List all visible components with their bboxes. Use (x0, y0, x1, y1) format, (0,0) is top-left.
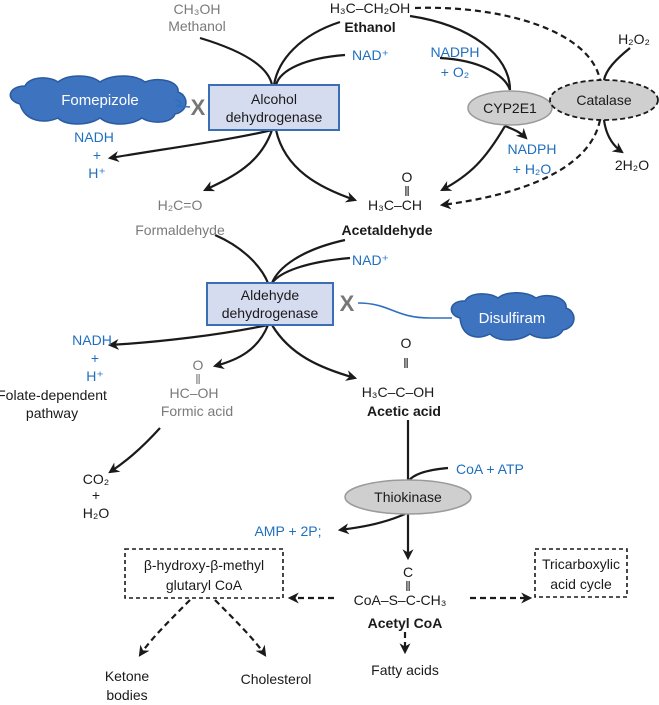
tca-line1: Tricarboxylic (542, 556, 620, 572)
ketone-line1: Ketone (105, 668, 150, 684)
formaldehyde-formula: H₂C=O (158, 197, 203, 213)
hmg-line2: glutaryl CoA (166, 577, 243, 593)
pathway-arrows (107, 6, 631, 657)
co2-line2: + (92, 487, 100, 503)
nadh-1-line3: H⁺ (88, 165, 106, 181)
acetic-acid-label: Acetic acid (367, 403, 441, 419)
cholesterol-label: Cholesterol (241, 671, 312, 687)
acetylcoa-formula: CoA–S–C-CH₃ (354, 592, 447, 608)
adh-label-line2: dehydrogenase (226, 109, 323, 125)
ketone-line2: bodies (106, 687, 147, 703)
nadh-1-line2: + (93, 147, 101, 163)
nadh-1-line1: NADH (74, 129, 114, 145)
2h2o-label: 2H₂O (615, 157, 649, 173)
disulfiram-label: Disulfiram (479, 310, 546, 327)
catalase-label: Catalase (576, 92, 631, 108)
acetylcoa-double-bond: ‖ (405, 578, 411, 594)
hmg-coa-box (124, 548, 284, 599)
catalase-ellipse (549, 79, 659, 121)
fomepizole-cloud: Fomepizole (9, 75, 187, 125)
acetaldehyde-o: O (402, 169, 413, 185)
acetylcoa-c: C (403, 564, 413, 580)
amp-label: AMP + 2P; (254, 523, 321, 539)
inhibition-x-aldh: X (340, 291, 355, 316)
folate-line2: pathway (26, 405, 78, 421)
tca-line2: acid cycle (550, 576, 612, 592)
inhibition-x-adh: X (191, 95, 206, 120)
thiokinase-ellipse (344, 479, 472, 515)
nadh-2-line1: NADH (72, 332, 112, 348)
acetaldehyde-formula: H₃C–CH (368, 197, 422, 213)
aldh-label-line2: dehydrogenase (222, 305, 319, 321)
ethanol-label: Ethanol (344, 19, 395, 35)
acetic-o: O (401, 335, 412, 351)
ethanol-formula: H₃C–CH₂OH (330, 0, 410, 16)
alcohol-dehydrogenase-box (208, 84, 340, 131)
methanol-formula: CH₃OH (174, 1, 221, 17)
nadh-2-line2: + (91, 350, 99, 366)
folate-line1: Folate-dependent (0, 387, 107, 403)
nadph-h2o-line1: NADPH (507, 141, 556, 157)
thiokinase-label: Thiokinase (374, 489, 442, 505)
disulfiram-cloud: Disulfiram (450, 292, 575, 341)
cyp2e1-ellipse (467, 90, 553, 126)
formaldehyde-label: Formaldehyde (135, 222, 225, 238)
acetic-formula: H₃C–C–OH (362, 384, 435, 400)
acetyl-coa-label: Acetyl CoA (368, 615, 443, 631)
formic-formula: HC–OH (169, 385, 218, 401)
acetaldehyde-label: Acetaldehyde (341, 222, 432, 238)
fatty-acids-label: Fatty acids (371, 662, 439, 678)
acetic-double-bond: ‖ (403, 355, 409, 371)
formic-acid-label: Formic acid (161, 403, 233, 419)
aldehyde-dehydrogenase-box (206, 282, 334, 326)
acetaldehyde-double-bond: ‖ (404, 183, 410, 199)
h2o2-label: H₂O₂ (618, 31, 650, 47)
cyp2e1-label: CYP2E1 (483, 100, 537, 116)
nad-plus-1: NAD⁺ (352, 47, 389, 63)
formic-double-bond: ‖ (195, 371, 201, 387)
aldh-label-line1: Aldehyde (241, 287, 300, 303)
hmg-line1: β-hydroxy-β-methyl (144, 557, 264, 573)
nadph-o2-line1: NADPH (430, 44, 479, 60)
co2-line1: CO₂ (83, 471, 109, 487)
nadph-h2o-line2: + H₂O (513, 161, 552, 177)
coa-atp-label: CoA + ATP (456, 461, 524, 477)
co2-line3: H₂O (83, 505, 110, 521)
methanol-label: Methanol (168, 18, 226, 34)
nad-plus-2: NAD⁺ (352, 252, 389, 268)
fomepizole-label: Fomepizole (61, 92, 139, 109)
adh-label-line1: Alcohol (251, 91, 297, 107)
formic-o: O (193, 357, 204, 373)
nadph-o2-line2: + O₂ (441, 64, 469, 80)
tca-box (534, 548, 628, 598)
nadh-2-line3: H⁺ (86, 368, 104, 384)
